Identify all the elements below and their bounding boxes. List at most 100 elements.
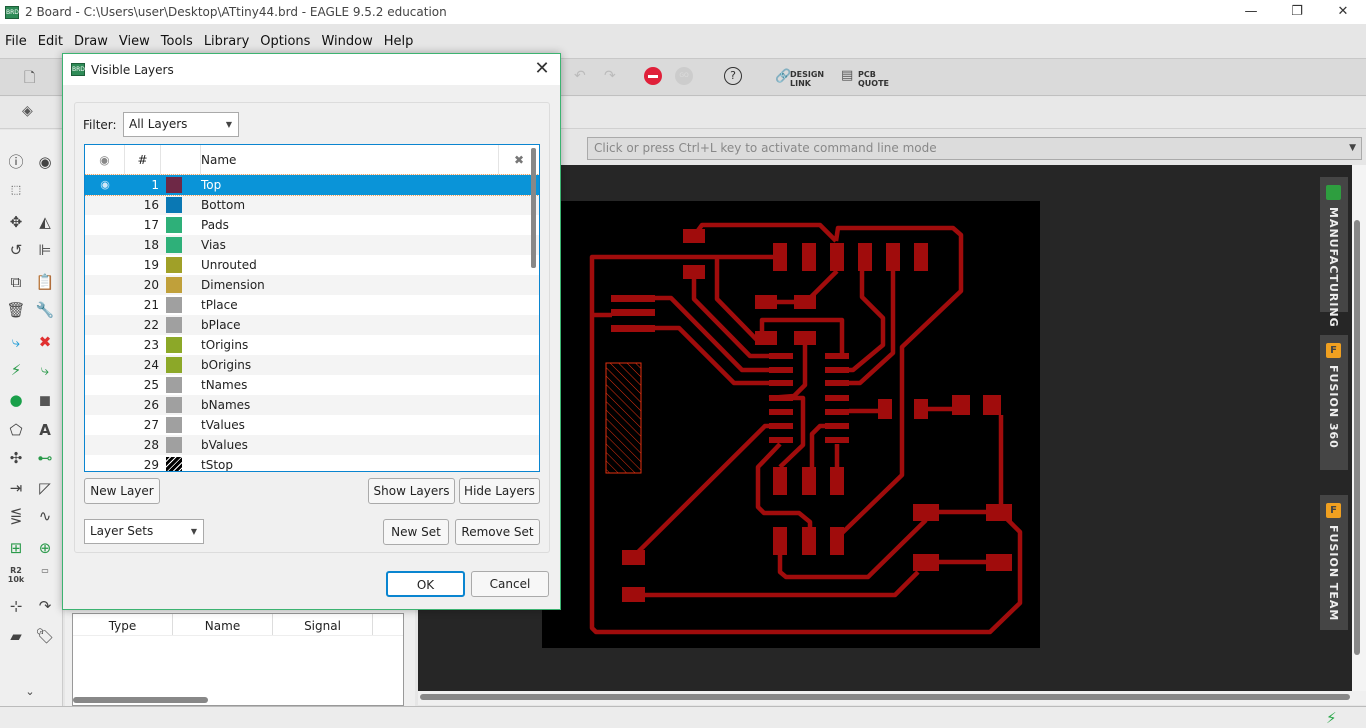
visibility-toggle[interactable] xyxy=(85,435,125,455)
layer-color-swatch[interactable] xyxy=(161,255,201,275)
layer-row[interactable]: 21 tPlace xyxy=(85,295,539,315)
visibility-toggle[interactable] xyxy=(85,255,125,275)
vertical-scrollbar[interactable] xyxy=(1352,165,1366,691)
signal-icon[interactable]: ✣ xyxy=(9,449,23,467)
menu-draw[interactable]: Draw xyxy=(73,33,108,49)
layer-row[interactable]: 22 bPlace xyxy=(85,315,539,335)
filter-select[interactable]: All Layers▼ xyxy=(123,112,239,137)
chevron-down-icon[interactable]: ▼ xyxy=(1349,143,1356,153)
ok-button[interactable]: OK xyxy=(386,571,465,597)
layer-row[interactable]: 17 Pads xyxy=(85,215,539,235)
visibility-column-header[interactable]: ◉ xyxy=(85,145,125,174)
mirror-icon[interactable]: ◭ xyxy=(39,213,51,231)
column-type[interactable]: Type xyxy=(73,614,173,635)
replace-icon[interactable]: ↷ xyxy=(38,597,52,615)
layer-color-swatch[interactable] xyxy=(161,235,201,255)
fanout-icon[interactable]: ⤷ xyxy=(40,361,50,379)
layer-color-swatch[interactable] xyxy=(161,275,201,295)
visibility-toggle[interactable] xyxy=(85,375,125,395)
layer-row[interactable]: 26 bNames xyxy=(85,395,539,415)
command-line-input[interactable]: Click or press Ctrl+L key to activate co… xyxy=(587,137,1362,160)
manufacturing-tab[interactable]: MANUFACTURING xyxy=(1320,177,1348,328)
maximize-button[interactable]: ❐ xyxy=(1291,4,1303,19)
layer-color-swatch[interactable] xyxy=(161,295,201,315)
visibility-toggle[interactable] xyxy=(85,355,125,375)
go-icon[interactable]: GO xyxy=(675,67,693,85)
visibility-toggle[interactable] xyxy=(85,295,125,315)
column-signal[interactable]: Signal xyxy=(273,614,373,635)
minimize-button[interactable]: — xyxy=(1244,4,1258,19)
layer-color-swatch[interactable] xyxy=(161,355,201,375)
layer-row[interactable]: 16 Bottom xyxy=(85,195,539,215)
align-icon[interactable]: ⊫ xyxy=(38,241,52,259)
help-icon[interactable]: ? xyxy=(724,67,742,85)
layer-color-swatch[interactable] xyxy=(161,375,201,395)
layer-color-swatch[interactable] xyxy=(161,455,201,471)
layer-color-swatch[interactable] xyxy=(161,315,201,335)
visibility-toggle[interactable] xyxy=(85,195,125,215)
scroll-thumb[interactable] xyxy=(420,694,1350,700)
menu-window[interactable]: Window xyxy=(321,33,373,49)
route-icon[interactable]: ⤷ xyxy=(11,333,21,351)
layer-row[interactable]: 18 Vias xyxy=(85,235,539,255)
close-icon[interactable]: ✕ xyxy=(534,58,550,79)
stop-icon[interactable] xyxy=(644,67,662,85)
info-icon[interactable]: ⓘ xyxy=(8,153,24,171)
text-icon[interactable]: A xyxy=(39,421,51,439)
delete-icon[interactable]: 🗑 xyxy=(6,301,26,319)
layer-row[interactable]: 23 tOrigins xyxy=(85,335,539,355)
menu-tools[interactable]: Tools xyxy=(160,33,193,49)
redo-icon[interactable]: ↷ xyxy=(604,68,616,84)
eye-icon[interactable]: ◉ xyxy=(38,153,52,171)
visibility-toggle[interactable] xyxy=(85,315,125,335)
visibility-toggle[interactable] xyxy=(85,455,125,471)
layer-row[interactable]: 24 bOrigins xyxy=(85,355,539,375)
autorouter-icon[interactable]: ⚡ xyxy=(10,361,22,379)
move-icon[interactable]: ✥ xyxy=(9,213,23,231)
layer-row[interactable]: 20 Dimension xyxy=(85,275,539,295)
ripup-icon[interactable]: ✖ xyxy=(38,333,52,351)
gate-swap-icon[interactable]: ⊹ xyxy=(9,597,23,615)
eye-icon[interactable]: ◉ xyxy=(100,178,110,191)
value-tool[interactable]: ▭ xyxy=(41,566,49,575)
package-icon[interactable]: ▰ xyxy=(10,627,22,645)
close-window-button[interactable]: ✕ xyxy=(1337,4,1349,19)
new-set-button[interactable]: New Set xyxy=(383,519,449,545)
layer-row[interactable]: 29 tStop xyxy=(85,455,539,471)
scroll-thumb[interactable] xyxy=(1354,220,1360,655)
layer-color-swatch[interactable] xyxy=(161,415,201,435)
menu-edit[interactable]: Edit xyxy=(37,33,63,49)
layer-color-swatch[interactable] xyxy=(161,175,201,195)
line-icon[interactable]: ◸ xyxy=(39,479,51,497)
undo-icon[interactable]: ↶ xyxy=(574,68,586,84)
add-gate-icon[interactable]: ⊕ xyxy=(38,539,52,557)
bus-icon[interactable]: ⋚ xyxy=(9,507,23,525)
layer-row[interactable]: 19 Unrouted xyxy=(85,255,539,275)
visibility-toggle[interactable] xyxy=(85,395,125,415)
lightning-icon[interactable]: ⚡ xyxy=(1326,709,1337,727)
horizontal-scrollbar[interactable] xyxy=(73,697,208,703)
new-layer-button[interactable]: New Layer xyxy=(84,478,160,504)
wire-icon[interactable]: ⊷ xyxy=(37,449,53,467)
layer-sets-select[interactable]: Layer Sets▼ xyxy=(84,519,204,544)
menu-library[interactable]: Library xyxy=(203,33,250,49)
attribute-icon[interactable]: ⇥ xyxy=(9,479,23,497)
visibility-toggle[interactable] xyxy=(85,235,125,255)
number-column-header[interactable]: # xyxy=(125,145,161,174)
visibility-toggle[interactable] xyxy=(85,215,125,235)
menu-help[interactable]: Help xyxy=(383,33,414,49)
show-layers-button[interactable]: Show Layers xyxy=(368,478,455,504)
meander-icon[interactable]: ∿ xyxy=(38,507,52,525)
delete-column-header[interactable]: ✖ xyxy=(513,153,525,167)
paste-icon[interactable]: 📋 xyxy=(35,273,55,291)
layer-row[interactable]: ◉ 1 Top xyxy=(85,174,539,196)
visibility-toggle[interactable] xyxy=(85,335,125,355)
cancel-button[interactable]: Cancel xyxy=(471,571,549,597)
menu-options[interactable]: Options xyxy=(260,33,311,49)
layer-row[interactable]: 25 tNames xyxy=(85,375,539,395)
layer-color-swatch[interactable] xyxy=(161,395,201,415)
